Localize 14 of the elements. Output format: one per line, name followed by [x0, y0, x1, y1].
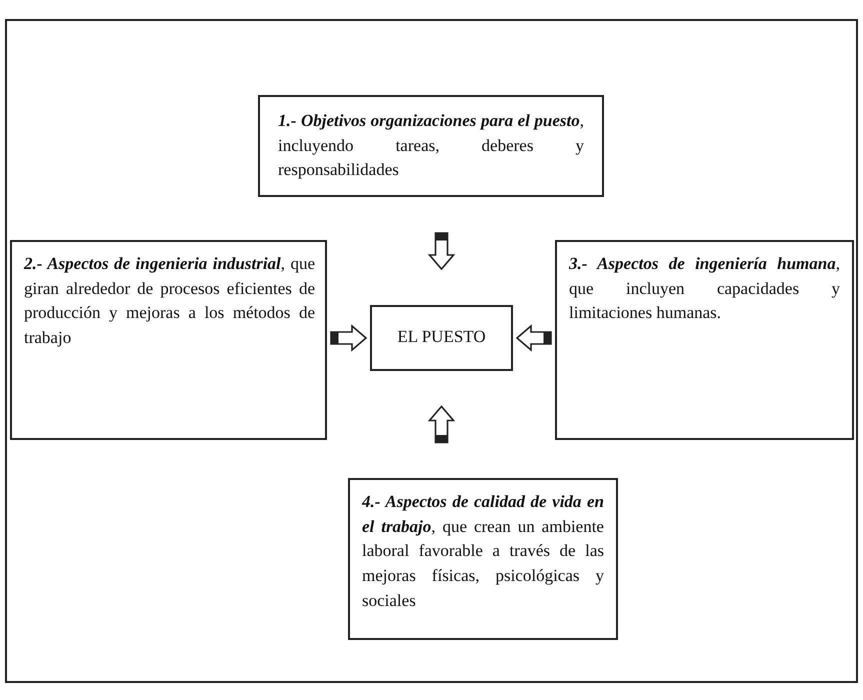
- block-arrow: [428, 232, 456, 270]
- box-text: 3.- Aspectos de ingeniería humana, que incluyen capacidades y limitaciones humanas.: [569, 253, 840, 324]
- text-box: [348, 478, 618, 640]
- box-text: EL PUESTO: [396, 326, 487, 348]
- box-text: 4.- Aspectos de calidad de vida en el trabajo, que crean un ambiente laboral favorable a través de las mejoras físicas, psicológicas y sociales: [362, 491, 604, 612]
- box-text: 1.- Objetivos organizaciones para el puesto, incluyendo tareas, deberes y responsabilidades: [278, 110, 584, 182]
- box-text: 2.- Aspectos de ingenieria industrial, que giran alrededor de procesos eficientes de producción y mejoras a los métodos de trabajo: [24, 253, 315, 349]
- center-box: [370, 305, 513, 371]
- block-arrow: [330, 324, 368, 352]
- text-box: [10, 240, 327, 440]
- text-box: [258, 95, 604, 197]
- block-arrow: [428, 405, 456, 444]
- block-arrow: [516, 324, 552, 352]
- text-box: [555, 240, 854, 440]
